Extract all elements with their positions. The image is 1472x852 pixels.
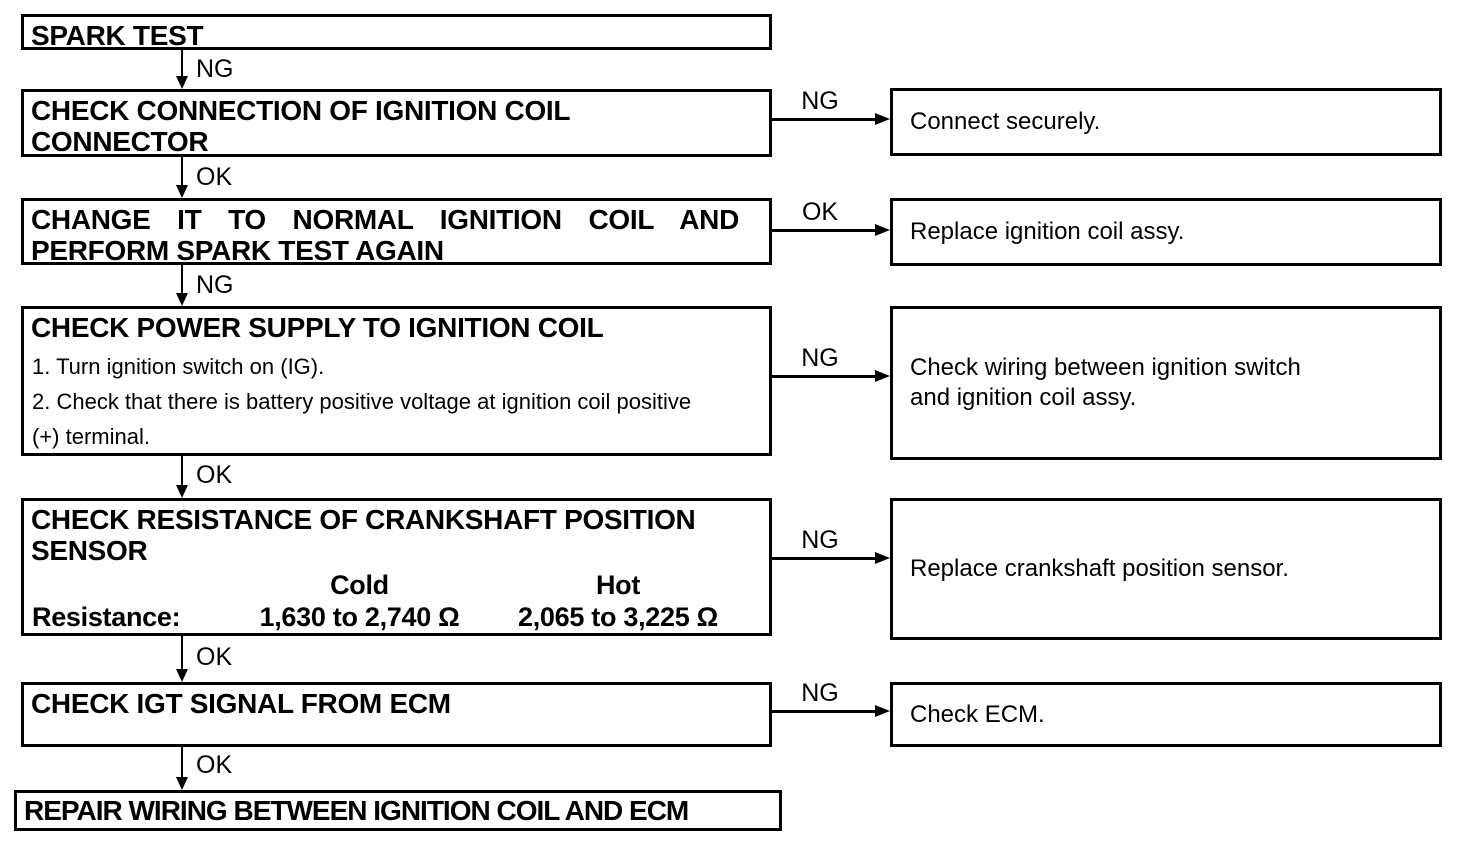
step-title: CHECK POWER SUPPLY TO IGNITION COIL [24,309,769,343]
result-box-check-wiring: Check wiring between ignition switch and… [890,306,1442,460]
result-box-check-ecm: Check ECM. [890,682,1442,747]
down-arrow-line [181,456,183,486]
branch-arrow-head [875,224,890,236]
flow-result-label: OK [196,643,233,671]
step-title-line: PERFORM SPARK TEST AGAIN [31,235,444,266]
step-body-line: 1. Turn ignition switch on (IG). [32,354,325,379]
branch-arrow-line [772,710,876,713]
result-box-replace-ignition-coil: Replace ignition coil assy. [890,198,1442,266]
hot-column-header: Hot [595,570,641,600]
flow-result-label: OK [196,163,233,191]
branch-arrow-line [772,229,876,232]
down-arrow-head [176,76,188,89]
step-box-spark-test: SPARK TEST [21,14,772,51]
branch-result-label: NG [801,526,839,554]
step-box-change-coil: CHANGE IT TO NORMAL IGNITION COIL AND PE… [21,198,772,266]
down-arrow-head [176,777,188,790]
step-title-line: CONNECTOR [31,126,209,157]
step-body: 1. Turn ignition switch on (IG). 2. Chec… [24,343,769,454]
branch-arrow-head [875,552,890,564]
flow-result-label: NG [196,55,234,83]
resistance-label: Resistance: [32,602,181,632]
step-title: CHANGE IT TO NORMAL IGNITION COIL AND PE… [24,201,769,266]
branch-arrow-line [772,118,876,121]
branch-arrow-line [772,557,876,560]
branch-arrow-line [772,375,876,378]
down-arrow-head [176,185,188,198]
step-title: SPARK TEST [24,17,769,51]
cold-resistance-value: 1,630 to 2,740 Ω [259,602,460,632]
flow-result-label: NG [196,271,234,299]
branch-result-label: NG [801,679,839,707]
branch-arrow-head [875,113,890,125]
cold-column-header: Cold [330,570,389,600]
step-box-crankshaft-resistance: CHECK RESISTANCE OF CRANKSHAFT POSITION … [21,498,772,636]
step-title: CHECK IGT SIGNAL FROM ECM [24,685,769,719]
down-arrow-line [181,157,183,186]
hot-resistance-value: 2,065 to 3,225 Ω [518,602,718,632]
down-arrow-line [181,265,183,294]
resistance-header-row: Cold Hot [24,570,769,600]
flow-result-label: OK [196,461,233,489]
result-text-line: Check ECM. [910,700,1045,728]
result-box-connect-securely: Connect securely. [890,88,1442,156]
resistance-value-row: Resistance: 1,630 to 2,740 Ω 2,065 to 3,… [24,602,769,632]
step-box-repair-wiring: REPAIR WIRING BETWEEN IGNITION COIL AND … [14,790,782,831]
result-box-replace-crankshaft-sensor: Replace crankshaft position sensor. [890,498,1442,640]
step-title-line: CHECK CONNECTION OF IGNITION COIL [31,95,571,126]
branch-result-label: NG [801,87,839,115]
down-arrow-line [181,636,183,670]
step-box-power-supply: CHECK POWER SUPPLY TO IGNITION COIL 1. T… [21,306,772,456]
down-arrow-head [176,669,188,682]
step-title-line: REPAIR WIRING BETWEEN IGNITION COIL AND … [24,795,689,826]
result-text-line: Check wiring between ignition switch [910,354,1301,381]
result-text-line: Replace ignition coil assy. [910,218,1185,245]
result-text-line: and ignition coil assy. [910,384,1137,411]
step-title-line: CHECK IGT SIGNAL FROM ECM [31,688,451,719]
branch-arrow-head [875,705,890,717]
spacer [32,570,232,600]
down-arrow-head [176,485,188,498]
step-title: CHECK CONNECTION OF IGNITION COIL CONNEC… [24,92,769,157]
step-title: REPAIR WIRING BETWEEN IGNITION COIL AND … [17,795,692,826]
step-box-igt-signal: CHECK IGT SIGNAL FROM ECM [21,682,772,747]
branch-result-label: NG [801,344,839,372]
step-title: CHECK RESISTANCE OF CRANKSHAFT POSITION … [24,501,769,566]
step-title-line: CHECK POWER SUPPLY TO IGNITION COIL [31,312,604,343]
step-title-line: SPARK TEST [31,20,204,51]
step-title-line: CHANGE IT TO NORMAL IGNITION COIL AND [31,204,739,235]
step-box-check-connection: CHECK CONNECTION OF IGNITION COIL CONNEC… [21,89,772,157]
step-title-line: CHECK RESISTANCE OF CRANKSHAFT POSITION [31,504,696,535]
step-body-line: 2. Check that there is battery positive … [32,389,692,414]
result-text-line: Connect securely. [910,108,1101,135]
step-body-line: (+) terminal. [32,424,150,449]
branch-result-label: OK [801,198,839,226]
step-title-line: SENSOR [31,535,148,566]
down-arrow-line [181,747,183,778]
flow-result-label: OK [196,751,233,779]
down-arrow-head [176,293,188,306]
branch-arrow-head [875,370,890,382]
result-text-line: Replace crankshaft position sensor. [910,555,1289,582]
down-arrow-line [181,50,183,77]
